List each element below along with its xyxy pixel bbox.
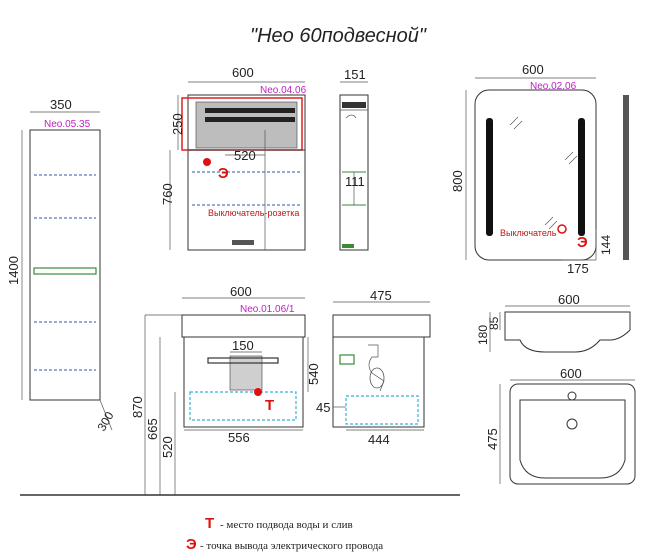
basin-side-height-label: 180 xyxy=(476,325,490,345)
vanity-marker: Т xyxy=(265,397,274,414)
basin-side-rim-label: 85 xyxy=(487,316,501,330)
mirror-cabinet-marker: Э xyxy=(218,165,229,182)
vanity-inner-width-label: 556 xyxy=(228,430,250,445)
pencil-case-handle xyxy=(33,267,97,275)
basin-side-profile xyxy=(504,311,631,353)
vanity-mid-height-label: 665 xyxy=(145,418,160,440)
vanity-side-inner-depth-label: 444 xyxy=(368,432,390,447)
mirror-code: Neo.02.06 xyxy=(530,81,577,92)
mirror-cabinet-body xyxy=(187,94,306,251)
vanity-side-body xyxy=(332,336,425,428)
mirror-cabinet-power-dot xyxy=(203,158,211,166)
basin-top-width-label: 600 xyxy=(560,366,582,381)
mirror-cabinet-width-label: 600 xyxy=(232,65,254,80)
vanity-code: Neo.01.06/1 xyxy=(240,304,295,315)
mirror-offset-y-label: 144 xyxy=(599,235,613,255)
pencil-case-height-label: 1400 xyxy=(6,256,21,285)
mirror-switch-label: Выключатель xyxy=(500,228,557,238)
basin-top-group: 600 475 xyxy=(485,366,636,485)
vanity-drawer xyxy=(189,391,297,421)
vanity-side-small-label: 45 xyxy=(316,400,330,415)
vanity-handle xyxy=(207,357,279,364)
vanity-side-group: 475 45 444 xyxy=(316,288,431,447)
vanity-cutout-label: 150 xyxy=(232,338,254,353)
vanity-group: 600 Neo.01.06/1 150 Т 556 540 870 665 52… xyxy=(130,284,321,495)
mirror-height-label: 800 xyxy=(450,170,465,192)
vanity-low-height-label: 520 xyxy=(160,436,175,458)
cabinet-side-depth-label: 151 xyxy=(344,67,366,82)
cabinet-side-shelf-label: 111 xyxy=(345,174,365,189)
vanity-water-dot xyxy=(254,388,262,396)
legend-text-water: - место подвода воды и слив xyxy=(220,519,353,531)
mirror-marker: Э xyxy=(577,234,588,251)
basin-side-group: 600 180 85 xyxy=(476,292,631,353)
mirror-cabinet-outlet xyxy=(232,240,254,245)
basin-top-drain xyxy=(566,418,578,430)
mirror-cabinet-light-bottom xyxy=(205,117,295,122)
legend-mark-water: Т xyxy=(205,515,214,532)
mirror-group: 600 Neo.02.06 Выключатель Э 175 144 800 xyxy=(450,62,629,276)
cabinet-side-body xyxy=(339,94,369,251)
cabinet-side-group: 151 111 xyxy=(339,67,369,251)
mirror-light-right xyxy=(578,118,585,236)
mirror-width-label: 600 xyxy=(522,62,544,77)
basin-top-bowl xyxy=(519,399,626,479)
vanity-side-siphon xyxy=(368,344,385,392)
mirror-cabinet-light-top xyxy=(205,108,295,113)
mirror-cabinet-outlet-label: Выключатель-розетка xyxy=(208,208,299,218)
vanity-side-drawer xyxy=(345,395,419,425)
basin-top-outline xyxy=(509,383,636,485)
basin-side-width-label: 600 xyxy=(558,292,580,307)
mirror-cabinet-group: 600 Neo.04.06 520 Э Выключатель-розетка … xyxy=(160,65,307,251)
pencil-case-width-label: 350 xyxy=(50,97,72,112)
pencil-case-body xyxy=(29,129,101,401)
mirror-switch-dot xyxy=(557,224,567,234)
vanity-cutout xyxy=(229,355,263,391)
drawing-title: "Нео 60подвесной" xyxy=(250,25,427,47)
mirror-cabinet-top-height-label: 250 xyxy=(170,113,185,135)
mirror-light-left xyxy=(486,118,493,236)
legend-mark-power: Э xyxy=(186,536,197,553)
mirror-body xyxy=(474,89,597,261)
pencil-case-group: 350 Neo.05.35 1400 300 xyxy=(6,97,117,434)
pencil-case-depth-label: 300 xyxy=(94,409,116,434)
vanity-basin-top xyxy=(181,314,306,338)
vanity-width-label: 600 xyxy=(230,284,252,299)
legend-text-power: - точка вывода электрического провода xyxy=(200,540,383,552)
vanity-height-label: 540 xyxy=(306,363,321,385)
vanity-floor-height-label: 870 xyxy=(130,396,145,418)
cabinet-side-light xyxy=(342,102,366,108)
mirror-cabinet-code: Neo.04.06 xyxy=(260,85,307,96)
mirror-cabinet-inner-width-label: 520 xyxy=(234,148,256,163)
vanity-side-top xyxy=(332,314,431,338)
legend: Т - место подвода воды и слив Э - точка … xyxy=(186,515,383,553)
vanity-cabinet-body xyxy=(183,336,304,428)
vanity-side-valve xyxy=(339,354,355,365)
pencil-case-code: Neo.05.35 xyxy=(44,119,91,130)
basin-top-tap-hole xyxy=(567,391,577,401)
vanity-side-depth-label: 475 xyxy=(370,288,392,303)
mirror-side-profile xyxy=(623,95,629,260)
basin-top-depth-label: 475 xyxy=(485,428,500,450)
mirror-offset-x-label: 175 xyxy=(567,261,589,276)
mirror-cabinet-height-label: 760 xyxy=(160,183,175,205)
